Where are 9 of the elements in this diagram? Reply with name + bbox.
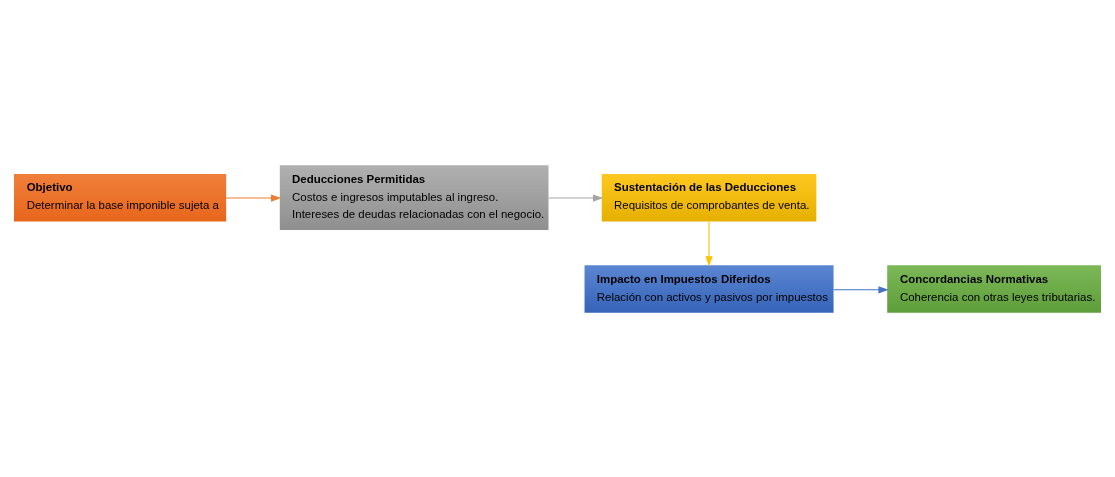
node-box: Concordancias Normativas Coherencia con otras leyes tributarias. <box>887 264 1101 313</box>
node-box: Impacto en Impuestos Diferidos Relación con activos y pasivos por impuestos <box>584 264 834 313</box>
node-box: Deducciones Permitidas Costos e ingresos imputables al ingreso. Intereses de deudas relacionadas con el negocio. <box>279 164 549 230</box>
node-box: Objetivo Determinar la base imponible sujeta a <box>14 173 227 221</box>
node-box: Sustentación de las Deducciones Requisitos de comprobantes de venta. <box>601 173 817 221</box>
arrow <box>548 193 604 202</box>
arrow <box>225 193 282 202</box>
arrow <box>705 220 713 267</box>
arrow <box>833 285 889 293</box>
